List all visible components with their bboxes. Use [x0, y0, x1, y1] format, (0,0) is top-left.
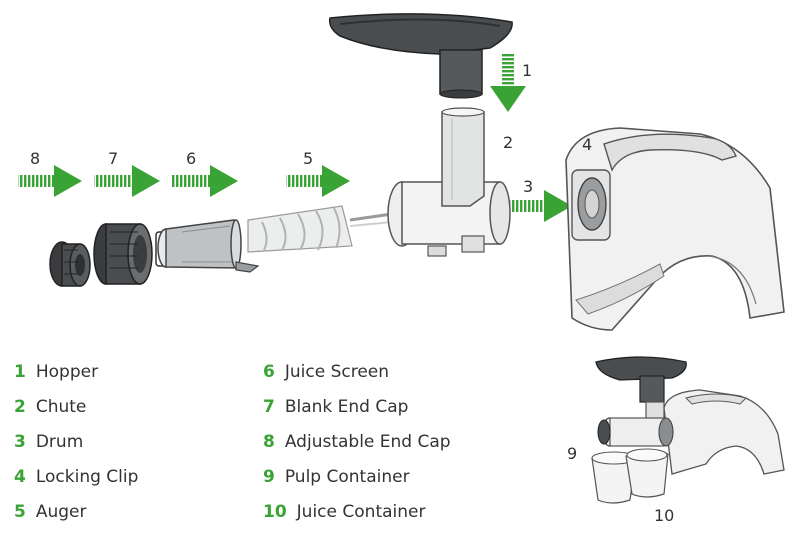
legend-label: Drum	[35, 432, 84, 452]
assembled-juicer-illustration	[595, 356, 785, 475]
legend-number: 7	[263, 397, 275, 417]
callout-9: 9	[567, 444, 577, 463]
legend-label: Hopper	[35, 362, 99, 382]
legend-label: Locking Clip	[35, 467, 139, 487]
pulp-container	[591, 451, 637, 504]
callout-2: 2	[503, 133, 513, 152]
legend-label: Juice Screen	[284, 362, 390, 382]
legend-number: 6	[263, 362, 275, 382]
legend-number: 1	[14, 362, 26, 382]
hopper	[328, 13, 513, 99]
legend-item-hopper: 1 Hopper	[14, 362, 98, 382]
legend-number: 5	[14, 502, 26, 522]
chute	[441, 107, 485, 207]
legend-number: 8	[263, 432, 275, 452]
arrow-8	[18, 165, 82, 197]
legend-number: 9	[263, 467, 275, 487]
callout-10: 10	[654, 506, 674, 525]
juice-container	[625, 448, 669, 498]
arrow-6	[172, 165, 238, 197]
legend-item-pulp-container: 9 Pulp Container	[263, 467, 410, 487]
callout-8: 8	[30, 149, 40, 168]
juice-screen	[157, 219, 260, 273]
arrow-3	[508, 190, 572, 222]
callout-4: 4	[582, 135, 592, 154]
legend-label: Juice Container	[296, 502, 426, 522]
legend-number: 3	[14, 432, 26, 452]
arrow-7	[94, 165, 160, 197]
arrow-5	[286, 165, 350, 197]
blank-end-cap	[93, 223, 167, 285]
legend-number: 4	[14, 467, 26, 487]
arrow-1	[490, 54, 526, 112]
legend-label: Pulp Container	[284, 467, 410, 487]
legend-number: 10	[263, 502, 287, 522]
juicer-body	[565, 127, 785, 331]
auger	[247, 205, 393, 253]
legend-item-chute: 2 Chute	[14, 397, 86, 417]
legend-item-juice-screen: 6 Juice Screen	[263, 362, 389, 382]
legend-label: Auger	[35, 502, 87, 522]
legend-item-adjustable-end-cap: 8 Adjustable End Cap	[263, 432, 451, 452]
legend-label: Adjustable End Cap	[284, 432, 451, 452]
legend-item-drum: 3 Drum	[14, 432, 83, 452]
callout-3: 3	[523, 177, 533, 196]
adjustable-end-cap	[49, 241, 91, 287]
legend-item-juice-container: 10 Juice Container	[263, 502, 425, 522]
legend-label: Blank End Cap	[284, 397, 409, 417]
callout-1: 1	[522, 61, 532, 80]
callout-6: 6	[186, 149, 196, 168]
legend-label: Chute	[35, 397, 87, 417]
callout-7: 7	[108, 149, 118, 168]
legend-number: 2	[14, 397, 26, 417]
callout-5: 5	[303, 149, 313, 168]
legend-item-auger: 5 Auger	[14, 502, 87, 522]
legend-item-locking-clip: 4 Locking Clip	[14, 467, 138, 487]
legend-item-blank-end-cap: 7 Blank End Cap	[263, 397, 408, 417]
